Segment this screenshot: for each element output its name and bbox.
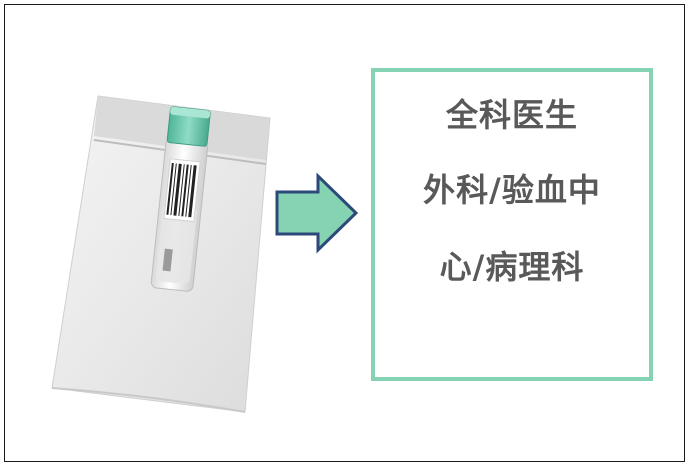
destination-box: 全科医生 外科/验血中 心/病理科 [371, 68, 653, 381]
destination-line-1: 全科医生 [445, 96, 578, 134]
destination-line-3: 心/病理科 [439, 248, 585, 286]
barcode-icon [163, 158, 201, 223]
destination-line-2: 外科/验血中 [423, 171, 601, 209]
sample-tube-icon [150, 106, 211, 292]
right-arrow-icon [275, 172, 359, 254]
